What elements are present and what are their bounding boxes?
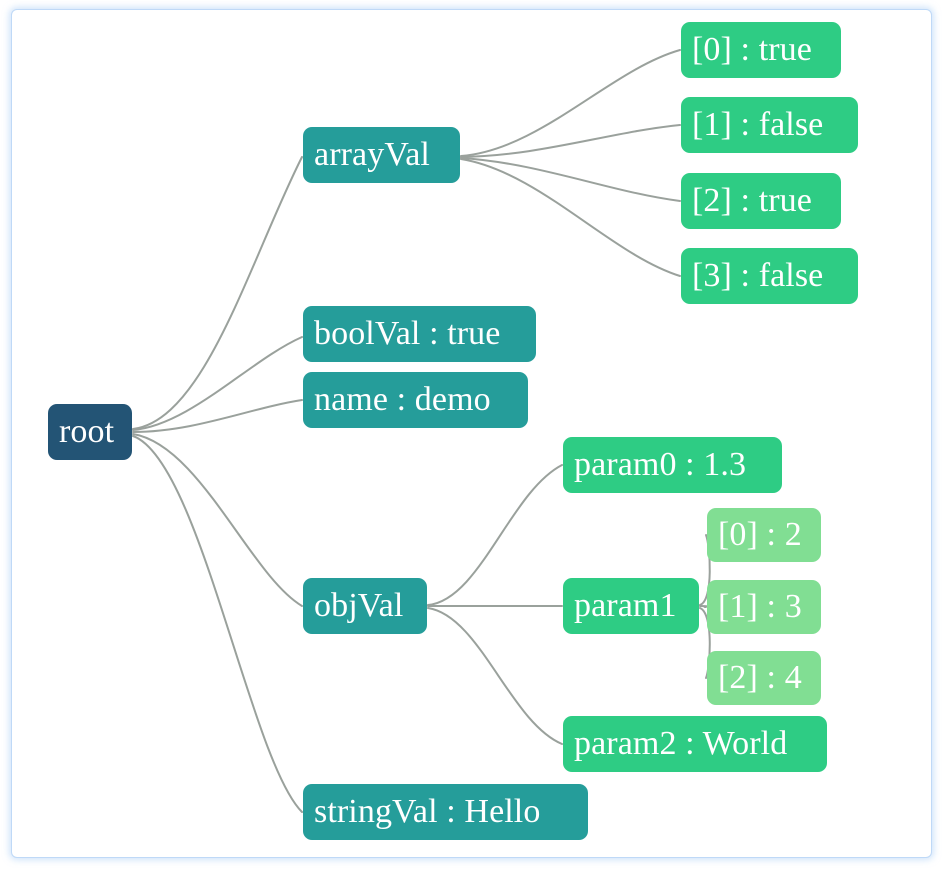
tree-node-arr2[interactable]: [2] : true [681, 173, 841, 229]
tree-node-arr1[interactable]: [1] : false [681, 97, 858, 153]
tree-node-label: param1 [574, 587, 677, 624]
tree-node-p1_2[interactable]: [2] : 4 [707, 651, 821, 705]
tree-node-label: boolVal : true [314, 315, 501, 352]
tree-node-p1_0[interactable]: [0] : 2 [707, 508, 821, 562]
tree-node-arr3[interactable]: [3] : false [681, 248, 858, 304]
tree-node-label: [0] : 2 [718, 516, 802, 553]
tree-node-root[interactable]: root [48, 404, 132, 460]
tree-node-label: arrayVal [314, 136, 430, 173]
tree-node-arrayVal[interactable]: arrayVal [303, 127, 460, 183]
tree-node-arr0[interactable]: [0] : true [681, 22, 841, 78]
tree-node-label: [0] : true [692, 31, 812, 68]
tree-node-label: stringVal : Hello [314, 793, 541, 830]
tree-node-label: [2] : 4 [718, 659, 802, 696]
tree-node-label: [1] : false [692, 106, 824, 143]
tree-node-p1_1[interactable]: [1] : 3 [707, 580, 821, 634]
tree-node-label: [2] : true [692, 182, 812, 219]
tree-node-objVal[interactable]: objVal [303, 578, 427, 634]
tree-node-label: param0 : 1.3 [574, 446, 747, 483]
tree-node-label: objVal [314, 587, 404, 624]
tree-node-label: [1] : 3 [718, 588, 802, 625]
tree-node-label: [3] : false [692, 257, 824, 294]
tree-node-param2[interactable]: param2 : World [563, 716, 827, 772]
tree-node-boolVal[interactable]: boolVal : true [303, 306, 536, 362]
tree-node-label: name : demo [314, 381, 491, 418]
tree-node-label: root [59, 413, 115, 450]
tree-node-stringVal[interactable]: stringVal : Hello [303, 784, 588, 840]
tree-node-param0[interactable]: param0 : 1.3 [563, 437, 782, 493]
tree-node-name[interactable]: name : demo [303, 372, 528, 428]
tree-node-label: param2 : World [574, 725, 788, 762]
tree-node-param1[interactable]: param1 [563, 578, 699, 634]
